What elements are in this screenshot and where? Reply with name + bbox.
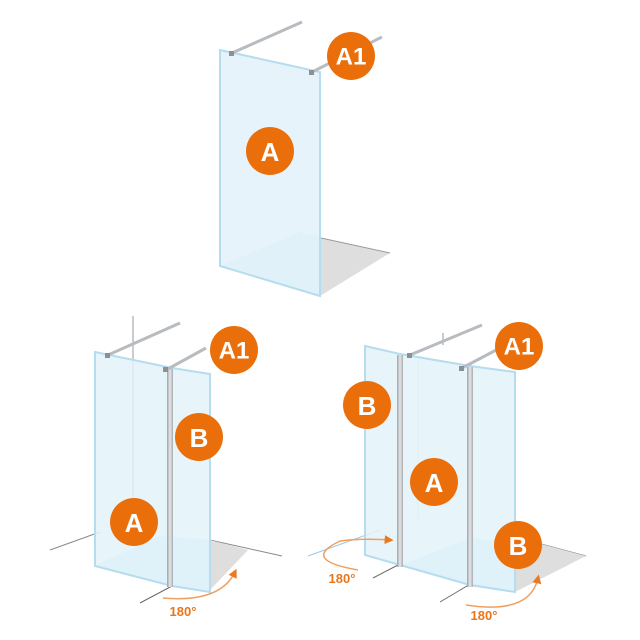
floor-line [49,531,101,551]
badge-wing-b: B [175,413,223,461]
badge-rod-a1: A1 [495,322,543,370]
badge-label: A [125,508,144,538]
rod-clamp [407,353,412,358]
support-rod [231,20,303,55]
badge-label: A1 [504,334,535,361]
rod-clamp [105,353,110,358]
glass-wing [171,366,211,594]
rotation-angle-label-right: 180° [471,608,498,623]
hinge-profile [397,355,403,567]
support-rod [461,346,501,370]
badge-rod-a1: A1 [327,32,375,80]
rod-clamp [459,366,464,371]
rod-clamp [229,51,234,56]
floor-line [209,539,283,557]
floor-line [372,564,399,579]
support-rod [165,346,207,372]
diagram-single-panel: A A1 [219,20,391,298]
diagram-panel-with-wing: 180° A1 B A [49,316,283,619]
badge-label: B [509,531,528,561]
rod-clamp [163,367,168,372]
glass-panel [94,350,173,588]
badge-label: B [358,391,377,421]
floor-line [139,585,173,604]
glass-wing-left [364,344,401,567]
badge-label: A1 [336,44,367,71]
badge-panel-a: A [246,127,294,175]
rotation-arrow-right [465,574,542,608]
badge-label: A1 [219,338,250,365]
hinge-profile [167,369,173,587]
badge-label: A [261,137,280,167]
support-rod [409,323,483,357]
badge-wing-left-b: B [343,381,391,429]
badge-panel-a: A [110,498,158,546]
rotation-angle-label-left: 180° [329,571,356,586]
rotation-arrow [162,568,237,600]
floor-line [439,582,473,603]
support-rod [107,321,181,357]
rod-clamp [309,70,314,75]
badge-rod-a1: A1 [210,326,258,374]
diagram-panel-with-two-wings: 180° 180° A1 B A B [307,322,587,623]
badge-wing-right-b: B [494,521,542,569]
rotation-arrow-left [323,535,394,571]
badge-panel-a: A [410,458,458,506]
badge-label: B [190,423,209,453]
badge-label: A [425,468,444,498]
hinge-profile [467,367,473,587]
floor-shadow [210,540,248,590]
rotation-angle-label: 180° [170,604,197,619]
